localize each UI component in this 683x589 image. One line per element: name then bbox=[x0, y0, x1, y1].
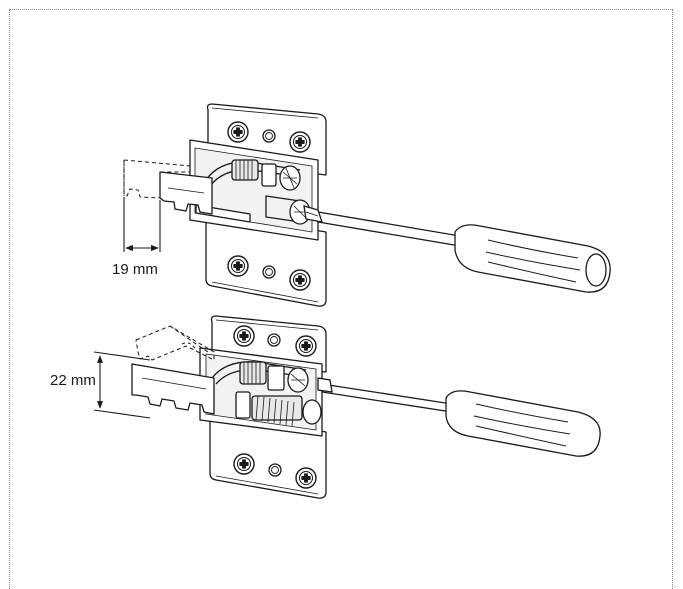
figure-frame bbox=[9, 9, 673, 589]
bottom-spring bbox=[239, 361, 309, 393]
bottom-dimension-marker bbox=[93, 351, 151, 419]
screwdriver-icon bbox=[317, 377, 601, 457]
top-dimension-marker bbox=[123, 197, 161, 252]
bottom-lower-spring bbox=[235, 391, 322, 427]
screwdriver-icon bbox=[303, 205, 611, 293]
hole-icon bbox=[262, 129, 276, 143]
phillips-screw-icon bbox=[227, 255, 249, 277]
adjustment-diagram: 19 mm bbox=[50, 103, 611, 499]
top-dimension-label: 19 mm bbox=[112, 261, 158, 278]
phillips-screw-icon bbox=[233, 453, 255, 475]
hole-icon bbox=[268, 463, 282, 477]
top-hinge-assembly bbox=[123, 103, 327, 307]
hole-icon bbox=[267, 333, 281, 347]
top-hinge-arm-ghost bbox=[123, 159, 191, 199]
top-spring bbox=[231, 159, 301, 191]
bottom-dimension-label: 22 mm bbox=[50, 372, 96, 389]
phillips-screw-icon bbox=[227, 121, 249, 143]
phillips-screw-icon bbox=[233, 325, 255, 347]
bottom-hinge-arm bbox=[131, 363, 215, 415]
phillips-screw-icon bbox=[295, 335, 317, 357]
phillips-screw-icon bbox=[289, 131, 311, 153]
top-hinge-arm bbox=[159, 171, 213, 215]
phillips-screw-icon bbox=[289, 269, 311, 291]
hole-icon bbox=[262, 265, 276, 279]
phillips-screw-icon bbox=[295, 467, 317, 489]
bottom-hinge-assembly bbox=[131, 315, 327, 499]
